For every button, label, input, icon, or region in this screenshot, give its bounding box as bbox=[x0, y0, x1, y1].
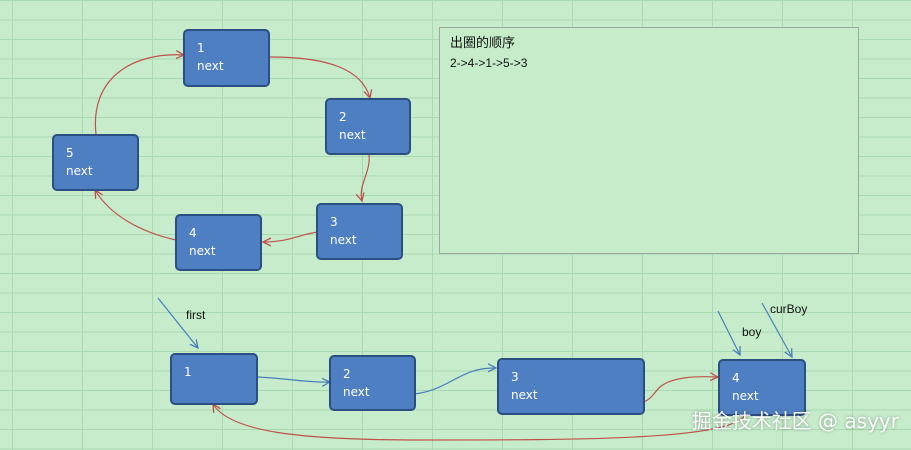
ring-node-3: 3 next bbox=[316, 203, 403, 260]
ring-arrow-5-to-1 bbox=[94, 55, 184, 135]
node-label: next bbox=[511, 388, 538, 402]
watermark: 掘金技术社区 @ asyyr bbox=[691, 409, 899, 433]
first-label: first bbox=[186, 308, 206, 322]
ring-arrow-2-to-3 bbox=[361, 154, 370, 201]
node-id: 2 bbox=[339, 110, 347, 124]
boy-label: boy bbox=[742, 325, 762, 339]
node-id: 2 bbox=[343, 367, 351, 381]
node-label: next bbox=[343, 385, 370, 399]
list-arrow-2-to-3 bbox=[413, 368, 496, 395]
elimination-order-panel: 出圈的顺序 2->4->1->5->3 bbox=[439, 27, 859, 254]
node-id: 3 bbox=[330, 215, 338, 229]
boy-pointer-arrow bbox=[717, 310, 740, 355]
node-label: next bbox=[732, 389, 759, 403]
node-label: next bbox=[66, 164, 93, 178]
ring-node-5: 5 next bbox=[52, 134, 139, 191]
node-id: 1 bbox=[197, 41, 205, 55]
elimination-sequence: 2->4->1->5->3 bbox=[450, 56, 528, 70]
ring-arrow-4-to-5 bbox=[95, 190, 177, 241]
ring-node-1: 1 next bbox=[183, 29, 270, 87]
curboy-label: curBoy bbox=[770, 302, 808, 316]
node-id: 4 bbox=[732, 371, 740, 385]
node-label: next bbox=[330, 233, 357, 247]
list-node-1: 1 bbox=[170, 353, 258, 405]
curboy-pointer-arrow bbox=[761, 302, 792, 357]
ring-node-4: 4 next bbox=[175, 214, 262, 271]
list-node-3: 3 next bbox=[497, 358, 645, 415]
node-label: next bbox=[197, 59, 224, 73]
first-pointer-arrow bbox=[157, 297, 198, 348]
node-id: 5 bbox=[66, 146, 74, 160]
node-label: next bbox=[339, 128, 366, 142]
ring-arrow-3-to-4 bbox=[263, 231, 319, 242]
list-arrow-1-to-2 bbox=[256, 376, 330, 382]
node-id: 3 bbox=[511, 370, 519, 384]
ring-node-2: 2 next bbox=[325, 98, 411, 155]
list-node-4: 4 next bbox=[718, 359, 806, 416]
ring-arrow-1-to-2 bbox=[269, 56, 370, 98]
node-label: next bbox=[189, 244, 216, 258]
node-id: 1 bbox=[184, 365, 192, 379]
panel-title: 出圈的顺序 bbox=[450, 35, 516, 50]
node-id: 4 bbox=[189, 226, 197, 240]
list-arrow-4-to-1 bbox=[213, 404, 746, 441]
list-node-2: 2 next bbox=[329, 355, 416, 411]
